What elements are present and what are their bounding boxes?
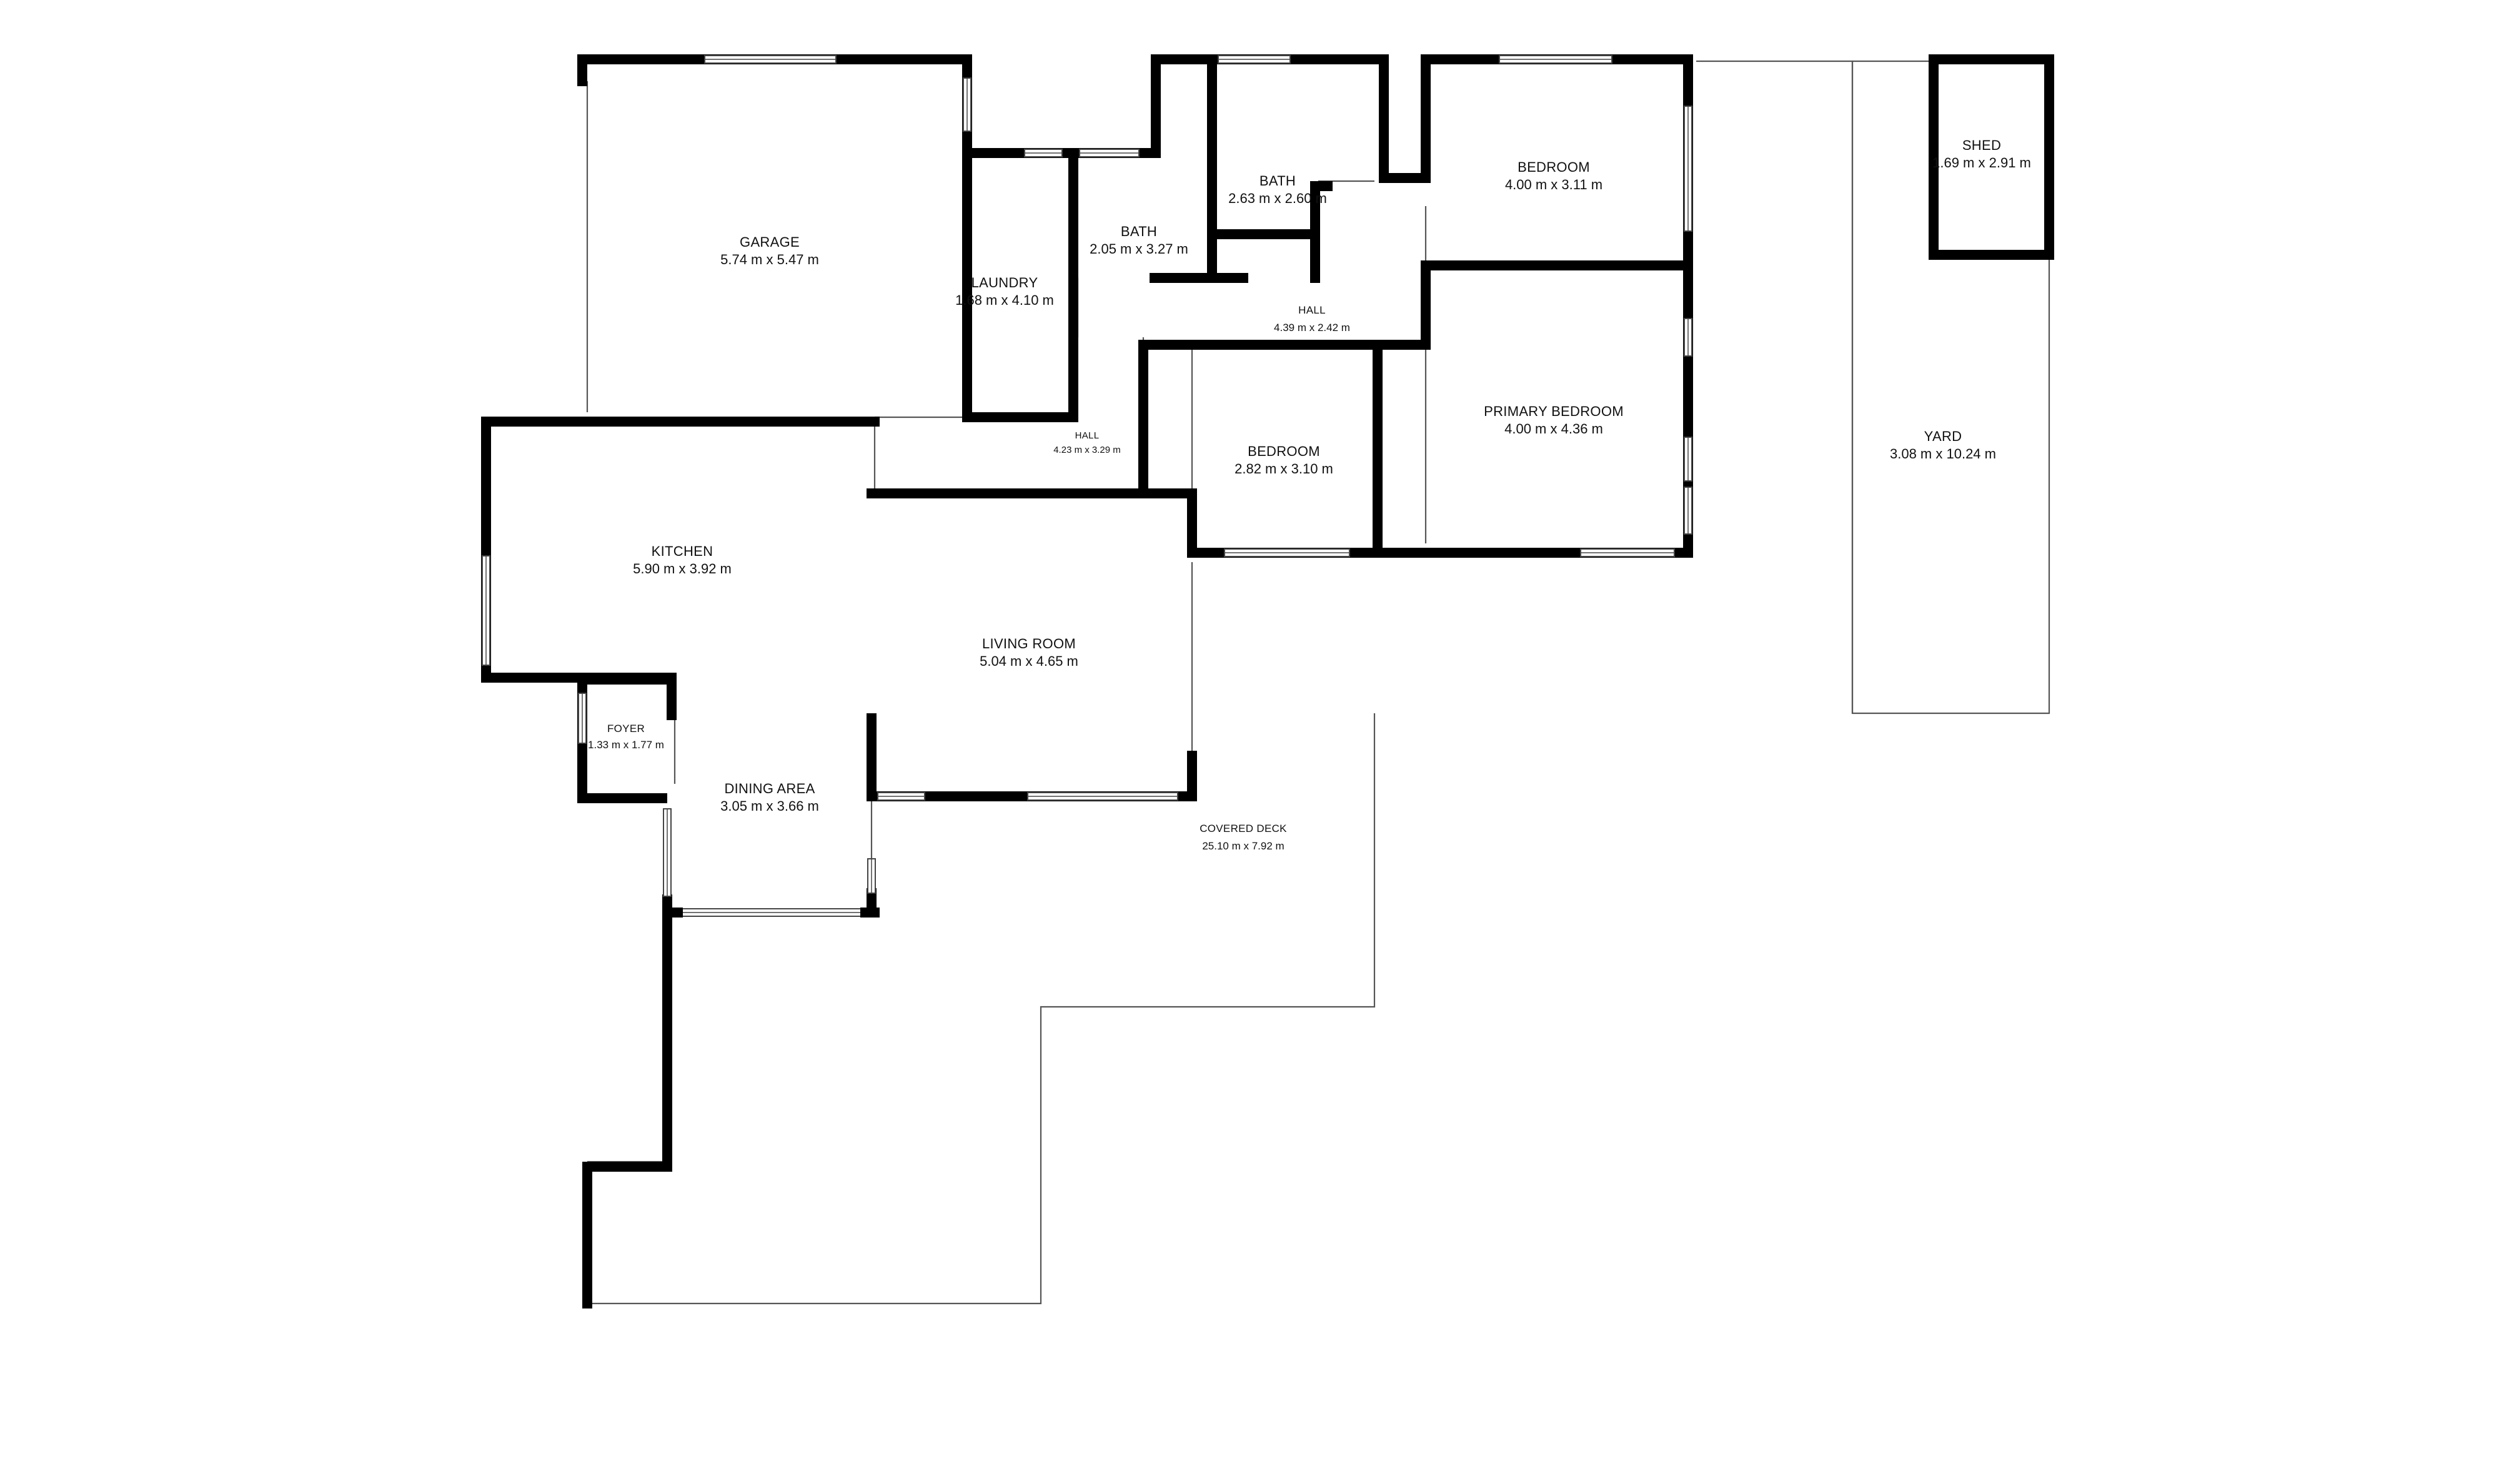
hall-upper-dim: 4.39 m x 2.42 m [1274, 322, 1350, 334]
covered-deck-name: COVERED DECK [1200, 823, 1287, 834]
garage-dim: 5.74 m x 5.47 m [720, 252, 819, 267]
bath1-dim: 2.05 m x 3.27 m [1090, 241, 1188, 257]
yard-name: YARD [1924, 428, 1962, 444]
hall-lower-dim: 4.23 m x 3.29 m [1053, 445, 1121, 455]
bath2-name: BATH [1259, 173, 1296, 189]
dining-area-dim: 3.05 m x 3.66 m [720, 798, 819, 814]
foyer-window [578, 693, 587, 744]
shed-name: SHED [1962, 137, 2001, 153]
bedroom2-dim: 2.82 m x 3.10 m [1235, 461, 1333, 477]
living-window2 [1027, 792, 1178, 801]
primary-bedroom-name: PRIMARY BEDROOM [1484, 403, 1624, 419]
foyer-dim: 1.33 m x 1.77 m [588, 739, 664, 751]
dining-left-window [663, 808, 672, 897]
bedrooms-south-wall [1187, 488, 1693, 558]
dining-south-window [677, 908, 866, 917]
kitchen-name: KITCHEN [652, 543, 713, 559]
bath1-name: BATH [1121, 224, 1157, 239]
walls [481, 54, 2054, 1308]
hall-upper-name: HALL [1298, 304, 1326, 316]
living-window1 [877, 792, 925, 801]
bath2-dim: 2.63 m x 2.60 m [1228, 190, 1327, 206]
bath2-wall [1207, 54, 1693, 558]
living-room-name: LIVING ROOM [982, 636, 1076, 651]
bedroom1-window [1499, 55, 1612, 64]
bedroom2-window [1224, 548, 1350, 557]
primary-bedroom-dim: 4.00 m x 4.36 m [1504, 421, 1603, 437]
kitchen-wall [481, 417, 880, 720]
shed-wall [1929, 54, 2054, 260]
covered-deck-dim: 25.10 m x 7.92 m [1202, 840, 1284, 852]
primary-south-window [1580, 548, 1675, 557]
living-room-south-wall [867, 713, 1197, 801]
garage-name: GARAGE [740, 234, 800, 250]
yard-dim: 3.08 m x 10.24 m [1890, 446, 1996, 462]
foyer-name: FOYER [607, 723, 645, 735]
laundry-dim: 1.68 m x 4.10 m [955, 292, 1054, 308]
hall-lower-name: HALL [1075, 430, 1100, 441]
laundry-window [1024, 149, 1063, 157]
primary-side-window3 [1684, 487, 1692, 535]
kitchen-window [482, 555, 490, 666]
laundry-wall [962, 148, 1078, 422]
dining-right-window [867, 858, 876, 894]
bedroom1-side-window [1684, 106, 1692, 232]
covered-deck-outline [587, 713, 1376, 1305]
dining-wall [582, 894, 672, 1308]
room-labels: GARAGE 5.74 m x 5.47 m LAUNDRY 1.68 m x … [588, 137, 2031, 852]
bath2-inner [1310, 181, 1333, 283]
living-room-dim: 5.04 m x 4.65 m [980, 653, 1078, 669]
bath2-window [1218, 55, 1291, 64]
shed-dim: 1.69 m x 2.91 m [1932, 155, 2031, 171]
bedroom2-name: BEDROOM [1248, 443, 1320, 459]
bath1-window [1079, 149, 1140, 157]
primary-side-window2 [1684, 437, 1692, 482]
primary-side-window1 [1684, 318, 1692, 357]
garage-window [704, 55, 837, 64]
kitchen-dim: 5.90 m x 3.92 m [633, 561, 732, 576]
laundry-name: LAUNDRY [971, 275, 1038, 290]
bedroom1-dim: 4.00 m x 3.11 m [1505, 177, 1602, 192]
windows [482, 55, 1692, 918]
dining-area-name: DINING AREA [724, 781, 815, 796]
bedroom1-name: BEDROOM [1518, 159, 1590, 175]
garage-right-window [963, 77, 971, 132]
